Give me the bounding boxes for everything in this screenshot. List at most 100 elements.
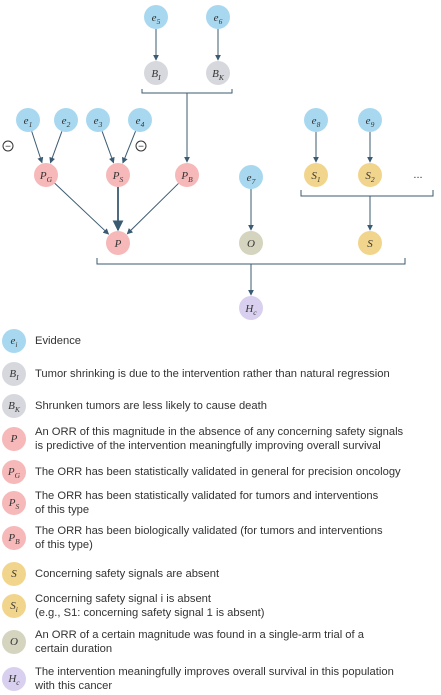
node-circle	[16, 108, 40, 132]
legend-line: The intervention meaningfully improves o…	[35, 666, 394, 678]
bracket-safety	[300, 190, 434, 197]
node-label: S2	[365, 170, 375, 184]
bracket-hypothesis	[96, 258, 406, 265]
legend-line: Concerning safety signals are absent	[35, 568, 220, 580]
node-ps: PS	[106, 163, 130, 187]
legend-symbol: Si	[2, 594, 26, 618]
node-circle	[175, 163, 199, 187]
node-circle	[206, 61, 230, 85]
node-label: S1	[311, 170, 320, 184]
node-circle	[54, 108, 78, 132]
legend-symbol: P	[2, 427, 26, 451]
node-label: e5	[152, 12, 161, 26]
node-label: PB	[180, 170, 193, 184]
node-label: e3	[94, 115, 103, 129]
node-e7: e7	[239, 165, 263, 189]
legend-line: The ORR has been biologically validated …	[35, 525, 383, 537]
legend-description: An ORR of this magnitude in the absence …	[35, 425, 439, 453]
edge-e1-pg	[31, 131, 44, 164]
node-e1: e1	[16, 108, 40, 132]
legend-symbol-label: Hc	[8, 673, 20, 688]
legend-symbol: BI	[2, 362, 26, 386]
legend-symbol-label: BK	[8, 400, 20, 415]
legend-description: An ORR of a certain magnitude was found …	[35, 628, 439, 656]
svg-text:−: −	[138, 142, 144, 153]
legend-line: An ORR of this magnitude in the absence …	[35, 426, 404, 438]
edge-pg-p	[54, 182, 110, 235]
node-circle	[86, 108, 110, 132]
legend-symbol-label: Si	[10, 600, 18, 615]
node-e3: e3	[86, 108, 110, 132]
node-e9: e9	[358, 108, 382, 132]
diagram-edges	[31, 29, 434, 296]
legend-symbol: PG	[2, 460, 26, 484]
node-label: e2	[62, 115, 71, 129]
node-label: e9	[366, 115, 375, 129]
node-s: S	[358, 231, 382, 255]
node-label: S	[367, 238, 373, 250]
node-circle	[358, 163, 382, 187]
legend-symbol: ei	[2, 329, 26, 353]
node-pg: PG	[34, 163, 58, 187]
legend-symbol-label: PG	[7, 466, 21, 481]
legend-line: Concerning safety signal i is absent	[35, 593, 211, 605]
legend-description: Tumor shrinking is due to the interventi…	[35, 367, 439, 381]
node-p: P	[106, 231, 130, 255]
legend-symbol: O	[2, 630, 26, 654]
legend-line: Shrunken tumors are less likely to cause…	[35, 400, 267, 412]
legend-description: The ORR has been biologically validated …	[35, 524, 439, 552]
node-e6: e6	[206, 5, 230, 29]
minus-marker-e1: −	[2, 140, 14, 153]
legend-line: of this type)	[35, 539, 93, 551]
node-circle	[239, 165, 263, 189]
node-label: P	[114, 238, 122, 250]
node-circle	[239, 231, 263, 255]
node-circle	[128, 108, 152, 132]
node-circle	[358, 108, 382, 132]
legend-symbol-label: BI	[9, 368, 19, 383]
legend-description: Concerning safety signal i is absent(e.g…	[35, 592, 439, 620]
legend-line: of this type	[35, 504, 90, 516]
ellipsis: ...	[413, 169, 422, 181]
legend-symbol: S	[2, 562, 26, 586]
node-label: e6	[214, 12, 223, 26]
legend-line: is predictive of the intervention meanin…	[35, 440, 381, 452]
node-circle	[144, 61, 168, 85]
node-circle	[144, 5, 168, 29]
node-circle	[304, 163, 328, 187]
legend-symbol: PS	[2, 491, 26, 515]
legend-line: with this cancer	[35, 680, 113, 692]
node-s1: S1	[304, 163, 328, 187]
legend-line: Tumor shrinking is due to the interventi…	[35, 368, 390, 380]
node-s2: S2	[358, 163, 382, 187]
edge-e4-ps	[121, 130, 137, 164]
node-label: e7	[247, 172, 256, 186]
legend-line: The ORR has been statistically validated…	[35, 466, 401, 478]
legend-symbol-label: ei	[10, 335, 18, 350]
legend-symbol-label: PB	[8, 532, 20, 547]
legend-line: Evidence	[35, 335, 82, 347]
legend-line: An ORR of a certain magnitude was found …	[35, 629, 364, 641]
node-pb: PB	[175, 163, 199, 187]
legend-description: The ORR has been statistically validated…	[35, 465, 439, 479]
node-label: e8	[312, 115, 321, 129]
node-label: e1	[24, 115, 33, 129]
node-label: BI	[151, 68, 161, 82]
legend-description: The ORR has been statistically validated…	[35, 489, 439, 517]
node-bi: BI	[144, 61, 168, 85]
legend-description: Evidence	[35, 334, 439, 348]
legend-symbol-label: S	[11, 568, 17, 580]
node-label: e4	[136, 115, 145, 129]
node-circle	[304, 108, 328, 132]
legend-symbol: BK	[2, 394, 26, 418]
legend-line: The ORR has been statistically validated…	[35, 490, 379, 502]
node-circle	[106, 163, 130, 187]
node-label: PG	[39, 170, 53, 184]
node-label: Hc	[244, 303, 257, 317]
node-o: O	[239, 231, 263, 255]
node-e4: e4	[128, 108, 152, 132]
node-bk: BK	[206, 61, 230, 85]
node-circle	[239, 296, 263, 320]
